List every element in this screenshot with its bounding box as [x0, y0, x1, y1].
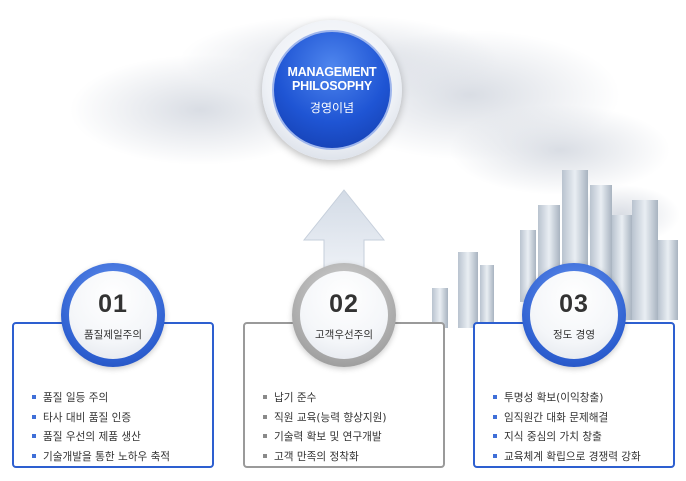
- pillar-label: 정도 경영: [553, 329, 595, 341]
- pillar-label: 품질제일주의: [84, 329, 142, 341]
- pillar-badge-01: 01 품질제일주의: [61, 263, 165, 367]
- pillar-number: 02: [329, 290, 359, 318]
- pillar-number: 01: [98, 290, 128, 318]
- square-bullet-icon: [493, 453, 497, 458]
- emblem-subtitle: 경영이념: [309, 100, 355, 115]
- management-philosophy-emblem: MANAGEMENT PHILOSOPHY 경영이념: [262, 20, 402, 160]
- list-item: 지식 중심의 가치 창출: [493, 428, 641, 448]
- list-item: 품질 일등 주의: [32, 389, 170, 409]
- list-item: 품질 우선의 제품 생산: [32, 428, 170, 448]
- list-item: 투명성 확보(이익창출): [493, 389, 641, 409]
- pillar-badge-02: 02 고객우선주의: [292, 263, 396, 367]
- square-bullet-icon: [263, 453, 267, 458]
- pillar-badge-03: 03 정도 경영: [522, 263, 626, 367]
- square-bullet-icon: [32, 453, 36, 458]
- emblem-core: MANAGEMENT PHILOSOPHY 경영이념: [272, 30, 392, 150]
- square-bullet-icon: [263, 414, 267, 419]
- list-item: 고객 만족의 정착화: [263, 448, 386, 468]
- square-bullet-icon: [32, 395, 36, 399]
- list-item: 교육체계 확립으로 경쟁력 강화: [493, 448, 641, 468]
- pillar-list: 품질 일등 주의 타사 대비 품질 인증 품질 우선의 제품 생산 기술개발을 …: [32, 389, 170, 467]
- square-bullet-icon: [493, 414, 497, 419]
- pillar-card-customer: 납기 준수 직원 교육(능력 향상지원) 기술력 확보 및 연구개발 고객 만족…: [243, 322, 445, 468]
- square-bullet-icon: [32, 414, 36, 419]
- pillar-number: 03: [559, 290, 589, 318]
- square-bullet-icon: [263, 434, 267, 438]
- list-item: 타사 대비 품질 인증: [32, 409, 170, 429]
- square-bullet-icon: [493, 434, 497, 438]
- square-bullet-icon: [263, 395, 267, 399]
- pillar-list: 투명성 확보(이익창출) 임직원간 대화 문제해결 지식 중심의 가치 창출 교…: [493, 389, 641, 467]
- list-item: 기술력 확보 및 연구개발: [263, 428, 386, 448]
- square-bullet-icon: [493, 395, 497, 399]
- list-item: 임직원간 대화 문제해결: [493, 409, 641, 429]
- list-item: 납기 준수: [263, 389, 386, 409]
- pillar-label: 고객우선주의: [315, 329, 373, 341]
- list-item: 직원 교육(능력 향상지원): [263, 409, 386, 429]
- square-bullet-icon: [32, 434, 36, 438]
- list-item: 기술개발을 통한 노하우 축적: [32, 448, 170, 468]
- emblem-title: MANAGEMENT PHILOSOPHY: [287, 64, 377, 93]
- pillar-list: 납기 준수 직원 교육(능력 향상지원) 기술력 확보 및 연구개발 고객 만족…: [263, 389, 386, 467]
